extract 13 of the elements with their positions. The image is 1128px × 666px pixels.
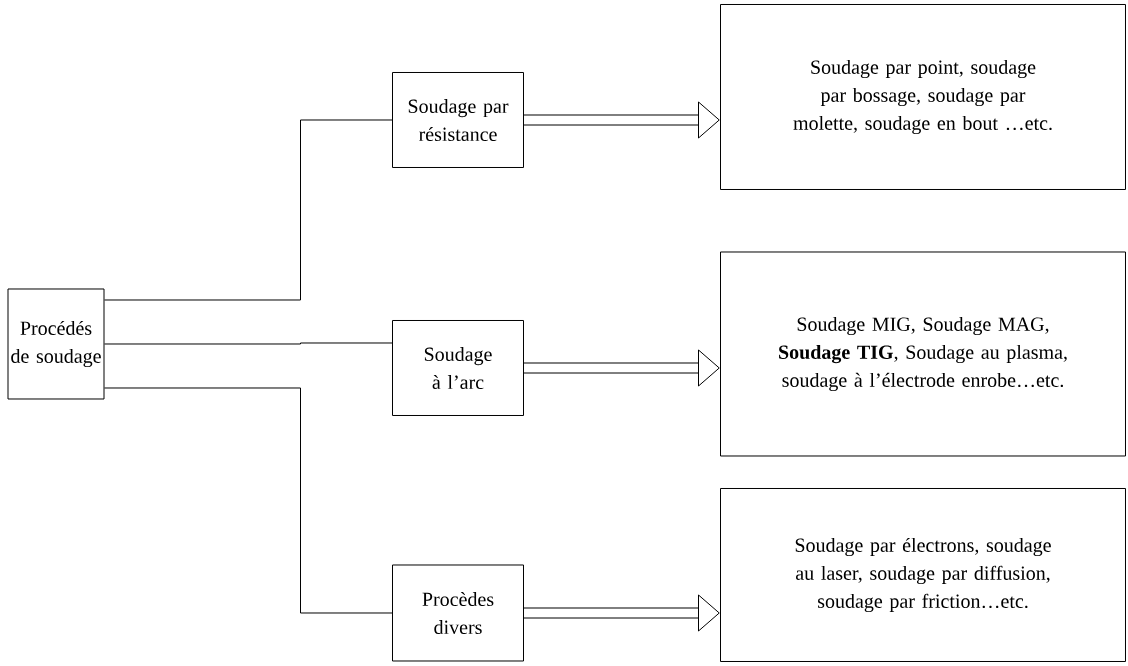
process-box: Soudage par électrons, soudage au laser, soudage par diffusion, soudage par friction…etc. — [720, 488, 1126, 662]
connector-line — [104, 342, 393, 345]
hollow-arrow — [524, 594, 720, 632]
process-box: Soudage par résistance — [392, 72, 524, 168]
connector-line — [104, 387, 393, 614]
process-box: Soudage MIG, Soudage MAG, Soudage TIG, Soudage au plasma, soudage à l’électrode enrobe…etc. — [720, 251, 1126, 457]
connector-line — [104, 119, 393, 301]
hollow-arrow — [524, 101, 720, 139]
process-box: Soudage à l’arc — [392, 320, 524, 416]
process-box: Procèdes divers — [392, 564, 524, 662]
hollow-arrow — [524, 349, 720, 387]
process-box: Procédés de soudage — [7, 288, 105, 400]
process-box: Soudage par point, soudage par bossage, soudage par molette, soudage en bout …etc. — [720, 4, 1126, 190]
